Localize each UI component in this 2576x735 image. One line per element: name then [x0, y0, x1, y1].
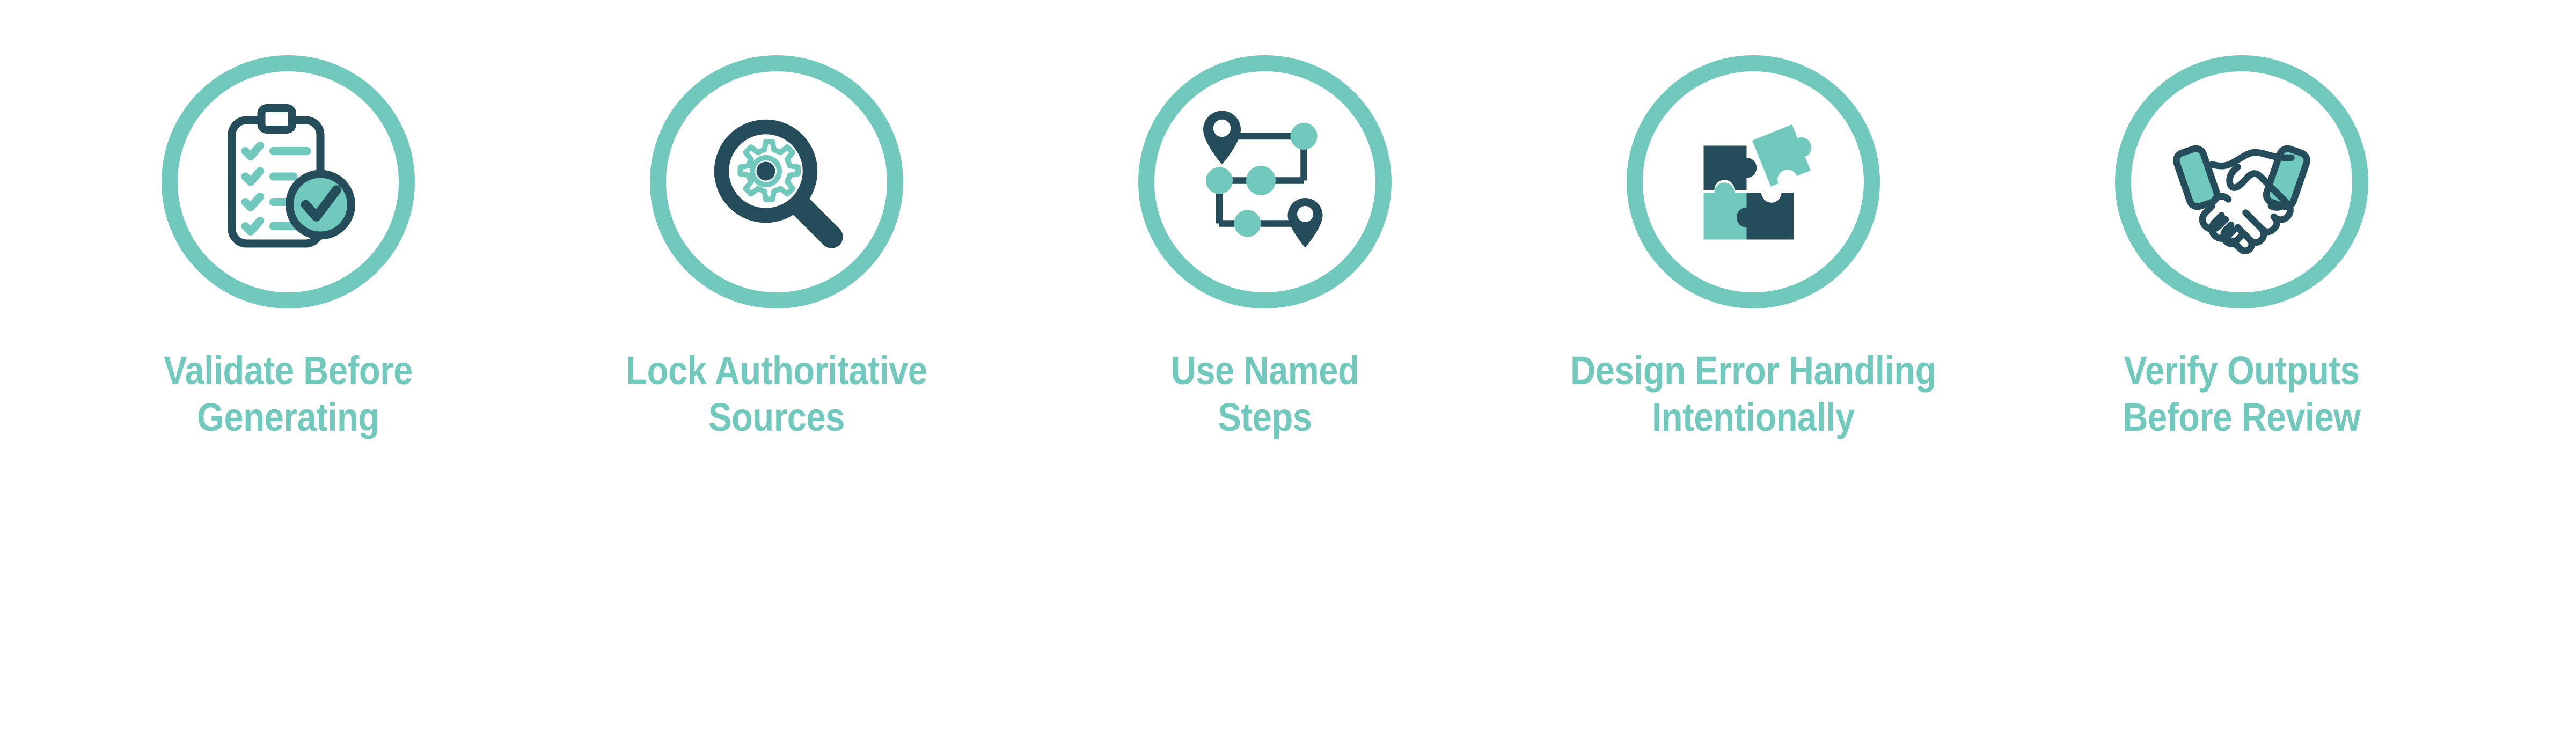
icon-ring-1 [162, 55, 415, 308]
feature-label-2: Lock Authoritative Sources [626, 348, 927, 440]
feature-label-4: Design Error Handling Intentionally [1570, 348, 1936, 440]
feature-item-validate-before-generating[interactable]: Validate Before Generating [44, 55, 532, 441]
icon-ring-4 [1627, 55, 1880, 308]
feature-item-design-error-handling[interactable]: Design Error Handling Intentionally [1509, 55, 1997, 441]
magnifier-gear-icon [696, 101, 857, 262]
puzzle-pieces-icon [1673, 101, 1834, 262]
icon-ring-2 [650, 55, 903, 308]
handshake-icon [2161, 101, 2322, 262]
clipboard-check-icon [208, 101, 369, 262]
icon-ring-3 [1138, 55, 1392, 308]
feature-item-verify-outputs-before-review[interactable]: Verify Outputs Before Review [1997, 55, 2486, 441]
feature-label-3: Use Named Steps [1170, 348, 1359, 440]
route-waypoints-icon [1184, 101, 1345, 262]
icon-feature-row: Validate Before Generating [44, 55, 2486, 441]
icon-ring-5 [2115, 55, 2368, 308]
feature-label-1: Validate Before Generating [164, 348, 413, 440]
feature-label-5: Verify Outputs Before Review [2123, 348, 2361, 440]
feature-item-lock-authoritative-sources[interactable]: Lock Authoritative Sources [532, 55, 1021, 441]
feature-item-use-named-steps[interactable]: Use Named Steps [1021, 55, 1509, 441]
